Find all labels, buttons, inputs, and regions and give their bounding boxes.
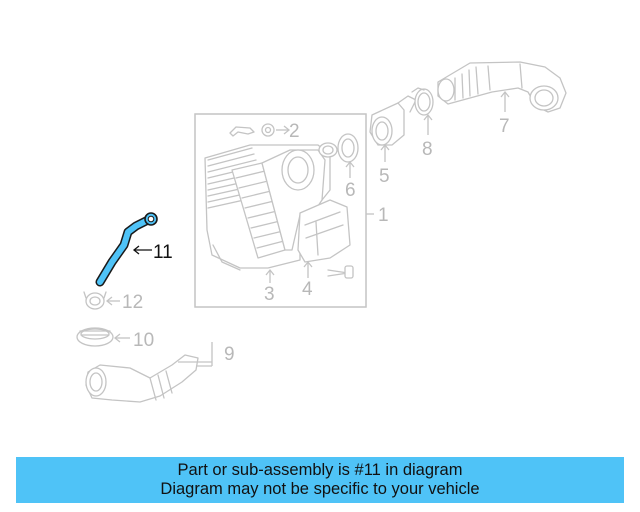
part-12-clamp (83, 291, 107, 310)
callout-label-3: 3 (264, 284, 275, 305)
bolt (327, 265, 354, 279)
callout-label-10: 10 (133, 330, 154, 351)
callout-label-4: 4 (302, 279, 313, 300)
callout-label-1: 1 (378, 205, 389, 226)
callout-label-2: 2 (289, 121, 300, 142)
callout-label-5: 5 (379, 166, 390, 187)
air-cleaner-housing (204, 144, 351, 271)
air-cleaner-assembly-box (194, 113, 367, 308)
info-banner: Part or sub-assembly is #11 in diagram D… (16, 457, 624, 503)
banner-line-part-number: Part or sub-assembly is #11 in diagram (177, 461, 463, 479)
part-8-clamp (411, 87, 434, 116)
part-10-seal (76, 327, 114, 347)
housing-outlet (318, 142, 338, 158)
part-5-sensor (369, 95, 417, 146)
part-11-breather-hose (95, 212, 158, 287)
callout-label-6: 6 (345, 180, 356, 201)
callout-label-9: 9 (224, 344, 235, 365)
callout-label-12: 12 (122, 292, 143, 313)
banner-line-disclaimer: Diagram may not be specific to your vehi… (160, 480, 480, 498)
callout-label-8: 8 (422, 139, 433, 160)
part-7-intake-hose (437, 61, 567, 113)
parts-diagram: 1 2 3 4 5 6 7 8 9 10 11 12 (76, 61, 567, 403)
part-9-duct (85, 354, 199, 403)
part-6-seal (337, 133, 359, 163)
callout-label-7: 7 (499, 116, 510, 137)
callout-label-11: 11 (153, 242, 173, 263)
part-2-bracket (229, 123, 275, 137)
